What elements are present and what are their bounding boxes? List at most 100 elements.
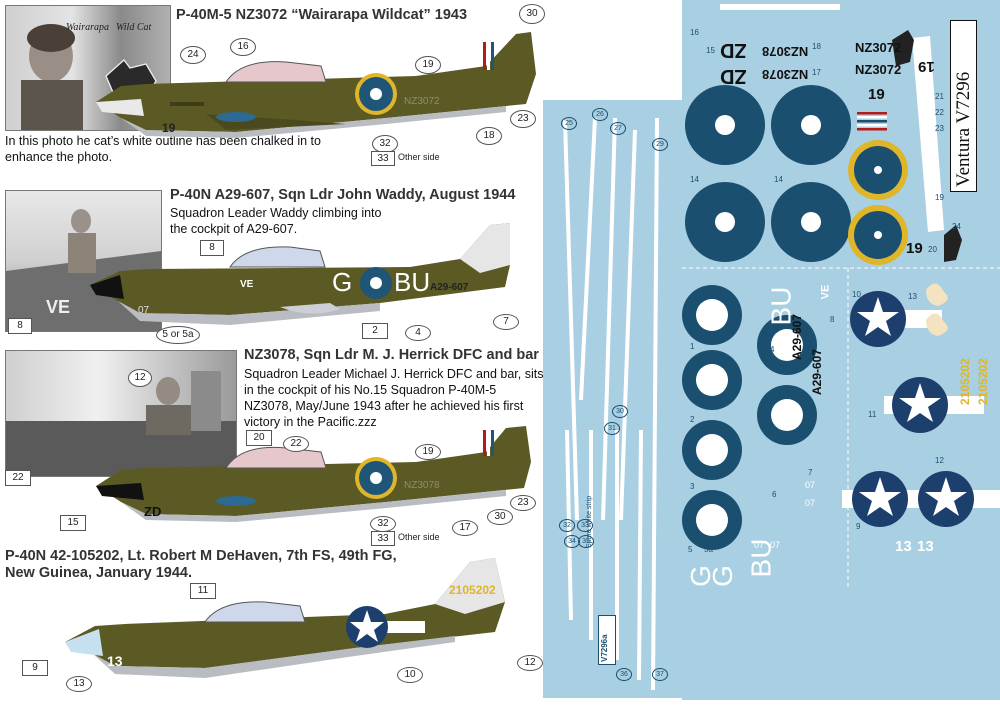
sheet-num-5a: 5a <box>704 545 713 554</box>
sheet-num-6: 6 <box>772 490 777 499</box>
svg-text:ZD: ZD <box>144 504 161 519</box>
strip-num-31: 31 <box>604 422 620 435</box>
sheet-code-13-2: 13 <box>917 538 934 555</box>
aircraft-title-nz3072: P-40M-5 NZ3072 “Wairarapa Wildcat” 1943 <box>176 7 468 23</box>
callout-12a: 12 <box>128 369 152 387</box>
aircraft-title-a29-607: P-40N A29-607, Sqn Ldr John Waddy, Augus… <box>170 187 516 203</box>
callout-5-or-5a: 5 or 5a <box>156 326 200 344</box>
sheet-num-22: 22 <box>935 108 944 117</box>
sheet-code-a29-607-2: A29-607 <box>810 348 824 395</box>
svg-text:Wairarapa: Wairarapa <box>66 22 109 33</box>
sheet-code-13-1: 13 <box>895 538 912 555</box>
callout-17: 17 <box>452 520 478 536</box>
strip-num-37: 37 <box>652 668 668 681</box>
aircraft-profile-nz3072: 19 NZ3072 <box>96 32 536 138</box>
brand-label-text: Ventura V7296 <box>953 71 974 187</box>
sheet-num-16: 16 <box>690 28 699 37</box>
sheet-num-13: 13 <box>908 292 917 301</box>
aircraft-body-a29-607: Squadron Leader Waddy climbing into the … <box>170 206 382 236</box>
callout-4: 4 <box>405 325 431 341</box>
strip-num-35: 35 <box>578 535 594 548</box>
sheet-num-19: 19 <box>935 193 944 202</box>
sheet-num-12: 12 <box>935 456 944 465</box>
strip-num-30: 30 <box>612 405 628 418</box>
callout-11: 11 <box>190 583 216 599</box>
svg-text:VE: VE <box>46 297 70 317</box>
sheet-num-4: 4 <box>770 345 775 354</box>
pilot-photo-wildcat-art: Wairarapa Wild Cat <box>21 22 157 130</box>
callout-30b: 30 <box>487 509 513 525</box>
sheet-code-nz3072-2: NZ3072 <box>855 62 902 77</box>
sheet-code-a29-607-1: A29-607 <box>790 313 804 360</box>
spare-strip-label: Spare white strip <box>586 495 593 548</box>
callout-20: 20 <box>246 430 272 446</box>
callout-23a: 23 <box>510 110 536 128</box>
decal-sheet <box>682 0 1000 700</box>
callout-15: 15 <box>60 515 86 531</box>
other-side-label-2: Other side <box>398 532 440 542</box>
callout-9: 9 <box>22 660 48 676</box>
decal-sheet-art <box>682 4 1000 590</box>
callout-10: 10 <box>397 667 423 683</box>
sheet-num-10: 10 <box>852 290 861 299</box>
aircraft-body-nz3078: Squadron Leader Michael J. Herrick DFC a… <box>244 367 544 429</box>
callout-8a: 8 <box>200 240 224 256</box>
sheet-code-19-3: 19 <box>906 240 923 257</box>
sheet-code-serial-yellow-2: 2105202 <box>976 358 990 405</box>
sheet-code-ve: VE <box>819 284 832 300</box>
sheet-code-zd-1: ZD <box>720 39 747 61</box>
callout-13: 13 <box>66 676 92 692</box>
strip-num-36: 36 <box>616 668 632 681</box>
sheet-code-07-1: 07 <box>754 540 765 550</box>
sheet-num-3: 3 <box>690 482 695 491</box>
sheet-code-zd-2: ZD <box>720 65 747 87</box>
sheet-code-nz3078-1: NZ3078 <box>762 44 809 59</box>
sheet-num-17: 17 <box>812 68 821 77</box>
sheet-num-5: 5 <box>688 545 693 554</box>
callout-33a: 33 <box>371 151 395 166</box>
sheet-num-14a: 14 <box>690 175 699 184</box>
strip-num-33: 33 <box>577 519 593 532</box>
callout-32b: 32 <box>370 516 396 532</box>
brand-label: Ventura V7296 <box>950 20 977 192</box>
sheet-num-11: 11 <box>868 410 877 419</box>
sheet-num-21: 21 <box>935 92 944 101</box>
svg-text:BU: BU <box>394 267 430 297</box>
sheet-num-8: 8 <box>830 315 835 324</box>
svg-text:NZ3078: NZ3078 <box>404 480 440 491</box>
svg-text:NZ3072: NZ3072 <box>404 96 440 107</box>
pilot-photo-herrick-art <box>6 371 236 476</box>
sheet-num-14b: 14 <box>774 175 783 184</box>
aircraft-title-nz3078: NZ3078, Sqn Ldr M. J. Herrick DFC and ba… <box>244 347 539 363</box>
callout-18: 18 <box>476 127 502 145</box>
sheet-code-nz3078-2: NZ3078 <box>762 67 809 82</box>
svg-text:19: 19 <box>162 121 176 135</box>
callout-24: 24 <box>180 46 206 64</box>
callout-19a: 19 <box>415 56 441 74</box>
sheet-code-g-2: G <box>706 565 738 587</box>
sheet-num-2: 2 <box>690 415 695 424</box>
svg-text:Wild Cat: Wild Cat <box>116 22 152 33</box>
strip-num-26: 26 <box>592 108 608 121</box>
callout-7: 7 <box>493 314 519 330</box>
strip-num-25: 25 <box>561 117 577 130</box>
callout-30: 30 <box>519 4 545 24</box>
sheet-code-07-3: 07 <box>805 480 816 490</box>
callout-22b: 22 <box>5 470 31 486</box>
callout-33b: 33 <box>371 531 395 546</box>
sheet-num-18: 18 <box>812 42 821 51</box>
photo-caption-wildcat: In this photo he cat’s white outline has… <box>5 134 321 164</box>
sheet-code-serial-yellow-1: 2105202 <box>958 358 972 405</box>
svg-text:VE: VE <box>240 279 254 290</box>
svg-text:2105202: 2105202 <box>449 583 496 597</box>
sheet-num-9: 9 <box>856 522 861 531</box>
callout-2: 2 <box>362 323 388 339</box>
callout-23b: 23 <box>510 495 536 511</box>
sheet-code-19-2: 19 <box>868 86 885 103</box>
sheet-code-19-1: 19 <box>918 58 935 75</box>
sheet-code-07-4: 07 <box>805 498 816 508</box>
aircraft-title-42-105202: P-40N 42-105202, Lt. Robert M DeHaven, 7… <box>5 548 397 581</box>
callout-16: 16 <box>230 38 256 56</box>
sheet-num-7: 7 <box>808 468 813 477</box>
svg-text:07: 07 <box>138 305 150 316</box>
